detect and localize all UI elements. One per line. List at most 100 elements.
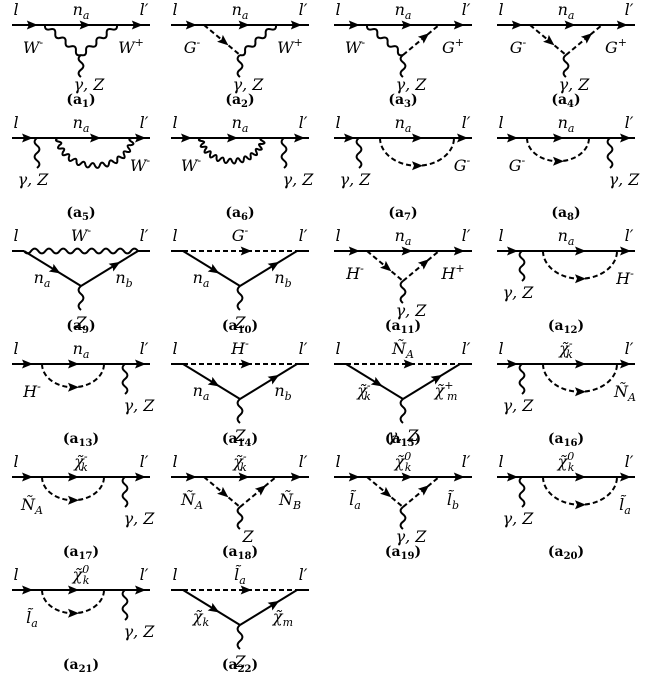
arrow-icon xyxy=(254,485,267,496)
top-label: χ̃-k xyxy=(73,450,88,474)
top-label: na xyxy=(558,113,575,135)
loop-propagator xyxy=(379,137,455,167)
arrow-icon xyxy=(135,133,146,143)
left-label: χ̃k xyxy=(192,607,210,629)
arrow-icon xyxy=(430,374,443,385)
lepton-in-label: l xyxy=(335,226,340,245)
loop-label: H- xyxy=(615,267,634,288)
lepton-out-label: l′ xyxy=(625,226,634,245)
boson-label: γ, Z xyxy=(609,170,641,189)
diagram-caption: (a18) xyxy=(222,544,258,562)
left-label: χ̃-k xyxy=(356,379,371,403)
diagram-caption: (a9) xyxy=(66,318,95,336)
arrow-icon xyxy=(620,246,631,256)
arrow-icon xyxy=(620,472,631,482)
lepton-in-label: l xyxy=(498,226,503,245)
loop-propagator xyxy=(542,363,618,393)
arrow-icon xyxy=(401,20,413,30)
arrow-icon xyxy=(507,133,518,143)
top-label: na xyxy=(73,0,90,22)
arrow-icon xyxy=(511,20,523,30)
arrow-icon xyxy=(580,33,593,44)
diagram-caption: (a1) xyxy=(66,92,95,110)
arrow-icon xyxy=(564,20,576,30)
arrow-icon xyxy=(294,133,305,143)
boson-line xyxy=(399,398,407,424)
boson-line xyxy=(33,137,41,169)
right-propagator xyxy=(402,24,440,56)
boson-label: γ, Z xyxy=(283,170,315,189)
arrow-icon xyxy=(348,246,360,256)
arrow-icon xyxy=(290,20,302,30)
loop-label: W- xyxy=(130,154,150,175)
arrow-icon xyxy=(68,495,79,505)
arrow-icon xyxy=(22,585,33,595)
boson-label: γ, Z xyxy=(124,509,156,528)
lepton-in-label: l xyxy=(498,0,503,19)
arrow-icon xyxy=(453,246,465,256)
right-label: ÑB xyxy=(278,489,301,512)
diagram-caption: (a2) xyxy=(225,92,254,110)
lepton-out-label: l′ xyxy=(625,339,634,358)
top-label: G- xyxy=(232,224,249,245)
top-label: χ̃-k xyxy=(232,450,247,474)
boson-line xyxy=(236,398,244,424)
diagram-caption: (a21) xyxy=(63,657,99,675)
left-label: na xyxy=(193,268,210,290)
boson-label: γ, Z xyxy=(503,396,535,415)
arrow-icon xyxy=(507,472,518,482)
arrow-icon xyxy=(181,133,192,143)
loop-label: W- xyxy=(181,154,201,175)
loop-propagator xyxy=(41,476,105,502)
boson-line xyxy=(77,54,85,78)
left-label: na xyxy=(34,268,51,290)
diagram-caption: (a12) xyxy=(548,318,584,336)
diagram-caption: (a5) xyxy=(66,205,95,223)
arrow-icon xyxy=(417,33,430,44)
arrow-icon xyxy=(217,34,229,46)
lepton-in-label: l xyxy=(498,339,503,358)
right-label: nb xyxy=(274,381,291,403)
arrow-icon xyxy=(240,585,252,595)
boson-line xyxy=(399,280,407,304)
arrow-icon xyxy=(267,374,280,385)
boson-label: Z xyxy=(233,313,246,332)
left-label: G- xyxy=(510,36,527,57)
loop-propagator xyxy=(542,476,618,506)
boson-line xyxy=(518,363,526,395)
top-label: na xyxy=(558,0,575,22)
lepton-in-label: l xyxy=(172,452,177,471)
arrow-icon xyxy=(457,133,468,143)
arrow-icon xyxy=(553,156,564,166)
arrow-icon xyxy=(575,246,586,256)
arrow-icon xyxy=(22,472,33,482)
lepton-in-label: l xyxy=(335,113,340,132)
lepton-out-label: l′ xyxy=(299,339,308,358)
diagram-caption: (a17) xyxy=(63,544,99,562)
arrow-icon xyxy=(380,486,392,498)
loop-propagator xyxy=(41,363,105,389)
lepton-in-label: l xyxy=(13,226,18,245)
boson-label: γ, Z xyxy=(396,75,428,94)
arrow-icon xyxy=(344,133,355,143)
arrow-icon xyxy=(135,359,146,369)
lepton-in-label: l xyxy=(13,339,18,358)
arrow-icon xyxy=(543,34,555,46)
left-label: l̃a xyxy=(349,490,361,512)
arrow-icon xyxy=(417,259,430,270)
arrow-icon xyxy=(348,472,360,482)
right-label: H+ xyxy=(440,262,464,283)
arrow-icon xyxy=(22,133,33,143)
left-label: G- xyxy=(184,36,201,57)
boson-label: Z xyxy=(241,527,254,546)
boson-label: γ, Z xyxy=(388,426,420,445)
right-fermion xyxy=(239,363,298,400)
right-label: G+ xyxy=(605,36,627,57)
boson-line xyxy=(399,54,407,78)
boson-label: γ, Z xyxy=(396,301,428,320)
